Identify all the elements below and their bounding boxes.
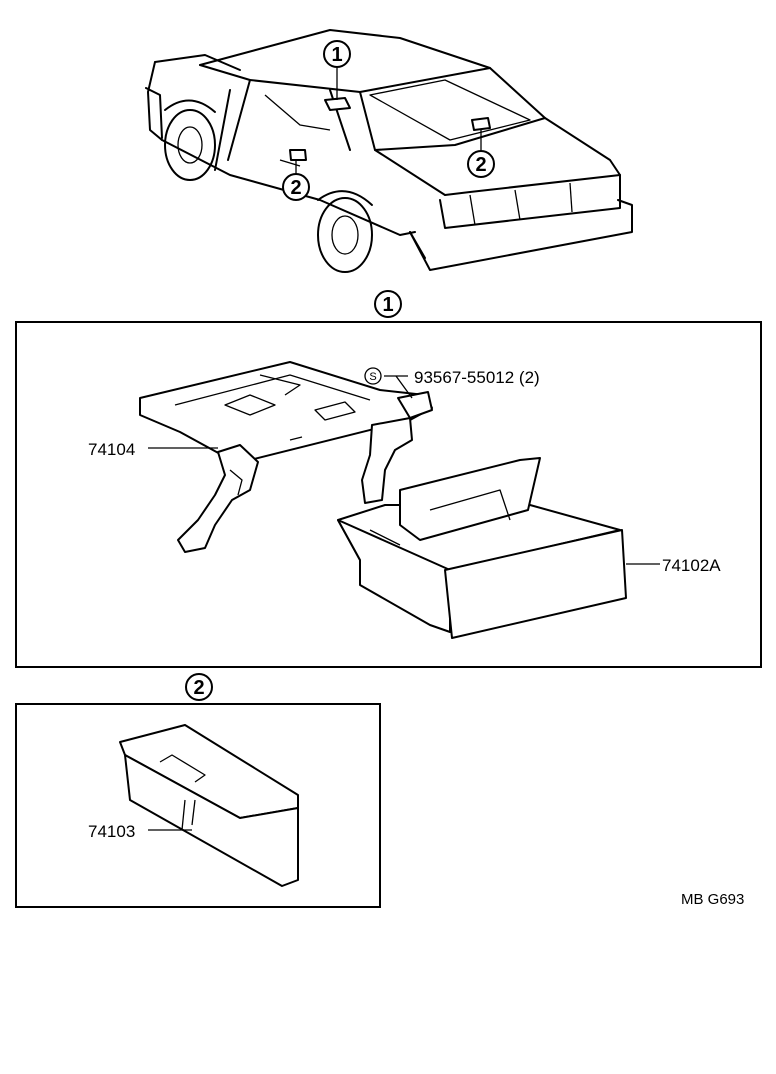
part-label-74102A: 74102A bbox=[662, 556, 721, 575]
diagram-code: MB G693 bbox=[681, 891, 744, 908]
callout-2-car-left: 2 bbox=[282, 173, 310, 201]
svg-text:1: 1 bbox=[331, 44, 342, 66]
part-label-74104: 74104 bbox=[88, 440, 135, 459]
ashtray-illustration bbox=[337, 457, 627, 639]
svg-text:2: 2 bbox=[475, 154, 486, 176]
svg-text:S: S bbox=[369, 371, 376, 383]
section-1-heading: 1 bbox=[374, 290, 402, 318]
box-illustration bbox=[119, 724, 299, 887]
svg-text:2: 2 bbox=[290, 177, 301, 199]
leader-screw bbox=[395, 375, 413, 399]
bracket-illustration bbox=[139, 361, 433, 553]
callout-1-car: 1 bbox=[323, 40, 351, 68]
screw-symbol: S bbox=[364, 367, 382, 385]
svg-text:1: 1 bbox=[382, 294, 393, 316]
part-label-74103: 74103 bbox=[88, 822, 135, 841]
svg-text:2: 2 bbox=[193, 677, 204, 699]
section-1-frame bbox=[15, 321, 762, 668]
car-illustration bbox=[145, 29, 633, 273]
callout-2-car-right: 2 bbox=[467, 150, 495, 178]
section-2-heading: 2 bbox=[185, 673, 213, 701]
part-label-93567-55012: 93567-55012 (2) bbox=[414, 368, 540, 387]
section-2-frame bbox=[15, 703, 381, 908]
